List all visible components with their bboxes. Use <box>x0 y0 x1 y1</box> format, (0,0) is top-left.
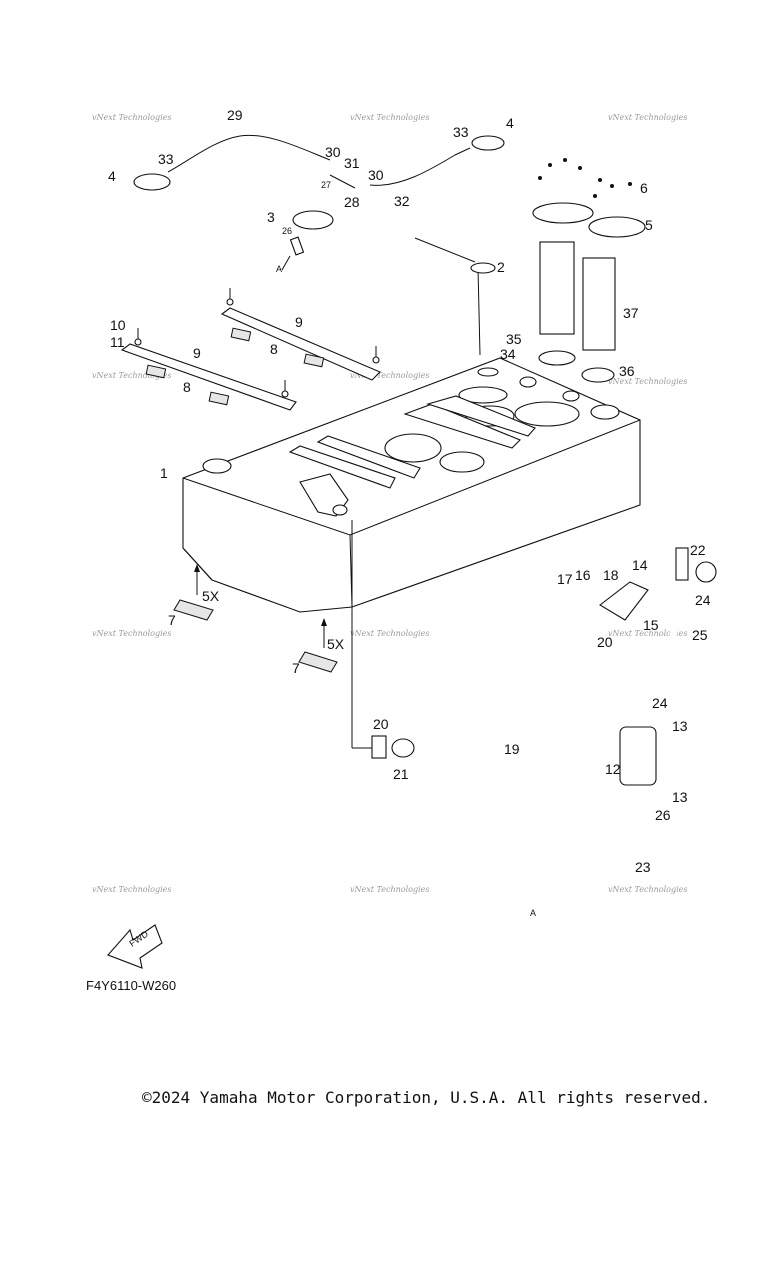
callout-9: 9 <box>295 314 303 330</box>
callout-26: 26 <box>655 807 671 823</box>
callout-17: 17 <box>557 571 573 587</box>
watermark: vNext Technologies <box>350 629 429 638</box>
callout-35: 35 <box>506 331 522 347</box>
callout-18: 18 <box>603 567 619 583</box>
callout-22: 22 <box>690 542 706 558</box>
reference-label: A <box>530 908 536 918</box>
callout-29: 29 <box>227 107 243 123</box>
callout-3: 3 <box>267 209 275 225</box>
watermark: vNext Technologies <box>350 885 429 894</box>
watermark: vNext Technologies <box>608 377 687 386</box>
screws <box>538 158 632 198</box>
callout-7: 7 <box>292 660 300 676</box>
copyright-notice: ©2024 Yamaha Motor Corporation, U.S.A. A… <box>142 1088 711 1107</box>
callout-28: 28 <box>344 194 360 210</box>
callout-25: 25 <box>692 627 708 643</box>
callout-24: 24 <box>695 592 711 608</box>
callout-33: 33 <box>158 151 174 167</box>
fuel-line <box>351 520 717 916</box>
callout-26: 26 <box>282 226 292 236</box>
fuel-pumps <box>414 158 646 383</box>
callout-6: 6 <box>640 180 648 196</box>
callout-21: 21 <box>393 766 409 782</box>
callout-11: 11 <box>110 334 125 350</box>
watermark: vNext Technologies <box>608 113 687 122</box>
callout-5: 5 <box>645 217 653 233</box>
watermark: vNext Technologies <box>608 629 687 638</box>
callout-4: 4 <box>108 168 116 184</box>
watermark: vNext Technologies <box>350 113 429 122</box>
callout-30: 30 <box>325 144 341 160</box>
watermark: vNext Technologies <box>92 885 171 894</box>
callout-2: 2 <box>497 259 505 275</box>
callout-27: 27 <box>321 180 331 190</box>
callout-1: 1 <box>160 465 168 481</box>
callout-31: 31 <box>344 155 360 171</box>
qty-label: 5X <box>327 636 345 652</box>
callout-16: 16 <box>575 567 591 583</box>
callout-30: 30 <box>368 167 384 183</box>
reference-label: A <box>276 264 282 274</box>
callout-23: 23 <box>635 859 651 875</box>
callouts: 1 2 3 4 4 5 6 7 7 8 8 9 9 10 11 12 13 13… <box>108 107 711 918</box>
vent-hoses <box>133 134 505 271</box>
callout-13: 13 <box>672 789 688 805</box>
callout-33: 33 <box>453 124 469 140</box>
callout-12: 12 <box>605 761 621 777</box>
watermark: vNext Technologies <box>608 885 687 894</box>
callout-32: 32 <box>394 193 410 209</box>
straps <box>120 288 381 411</box>
callout-24: 24 <box>652 695 668 711</box>
callout-14: 14 <box>632 557 648 573</box>
fwd-arrow-icon: FWD <box>107 924 163 969</box>
callout-37: 37 <box>623 305 639 321</box>
pads <box>173 564 338 673</box>
callout-15: 15 <box>643 617 659 633</box>
fuel-tank <box>182 357 641 613</box>
callout-10: 10 <box>110 317 126 333</box>
callout-20: 20 <box>597 634 613 650</box>
watermark: vNext Technologies <box>92 113 171 122</box>
callout-9: 9 <box>193 345 201 361</box>
callout-36: 36 <box>619 363 635 379</box>
watermark: vNext Technologies <box>92 629 171 638</box>
callout-4: 4 <box>506 115 514 131</box>
callout-7: 7 <box>168 612 176 628</box>
callout-8: 8 <box>270 341 278 357</box>
watermark: vNext Technologies <box>92 371 171 380</box>
callout-20: 20 <box>373 716 389 732</box>
qty-label: 5X <box>202 588 220 604</box>
watermark: vNext Technologies <box>350 371 429 380</box>
callout-13: 13 <box>672 718 688 734</box>
drawing-code: F4Y6110-W260 <box>86 978 177 993</box>
watermarks: vNext Technologies vNext Technologies vN… <box>92 113 687 894</box>
callout-34: 34 <box>500 346 516 362</box>
callout-8: 8 <box>183 379 191 395</box>
callout-19: 19 <box>504 741 520 757</box>
